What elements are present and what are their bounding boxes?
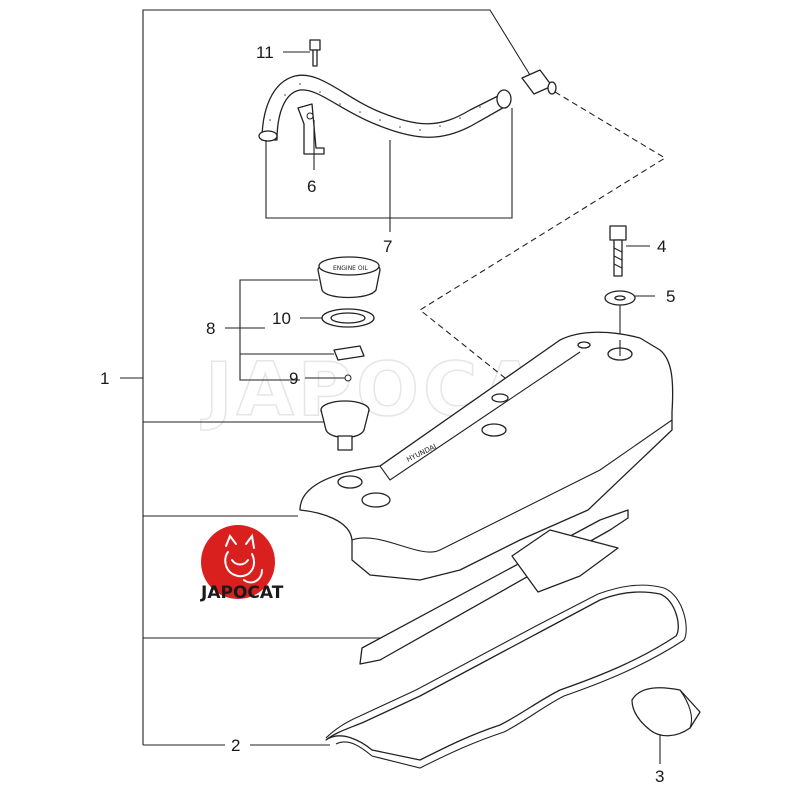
callout-3: 3 xyxy=(655,767,664,786)
bolt-11 xyxy=(309,39,321,67)
part-1-leader-frame xyxy=(120,9,531,746)
japocat-logo: JAPOCAT xyxy=(200,525,284,603)
routing-line xyxy=(419,91,667,391)
callout-10: 10 xyxy=(272,309,291,328)
callout-7: 7 xyxy=(383,237,392,256)
callout-6: 6 xyxy=(307,177,316,196)
callout-9: 9 xyxy=(289,369,298,388)
filler-neck xyxy=(320,400,370,451)
cat-icon xyxy=(224,533,263,584)
bolt-4 xyxy=(609,225,650,277)
callout-8: 8 xyxy=(206,319,215,338)
leaders-group-8 xyxy=(225,279,345,381)
gasket-2 xyxy=(325,584,687,769)
oil-cap-text: ENGINE OIL xyxy=(333,265,368,272)
logo-text: JAPOCAT xyxy=(200,583,284,603)
callout-11: 11 xyxy=(256,43,274,62)
callout-4: 4 xyxy=(657,237,666,256)
seal-3 xyxy=(631,687,701,764)
leaders-upper xyxy=(265,51,513,232)
oil-filler-cap: ENGINE OIL xyxy=(317,256,381,299)
cap-gasket-10 xyxy=(321,308,375,328)
callouts: 1 2 3 4 5 6 7 8 9 10 11 xyxy=(100,43,675,786)
callout-2: 2 xyxy=(231,736,240,755)
valve-cover: HYUNDAI xyxy=(299,331,674,581)
baffle-plate xyxy=(359,509,629,665)
breather-hose xyxy=(258,69,557,142)
callout-1: 1 xyxy=(100,369,109,388)
clip-part xyxy=(333,345,365,382)
hose-bracket xyxy=(297,103,325,155)
callout-5: 5 xyxy=(666,287,675,306)
